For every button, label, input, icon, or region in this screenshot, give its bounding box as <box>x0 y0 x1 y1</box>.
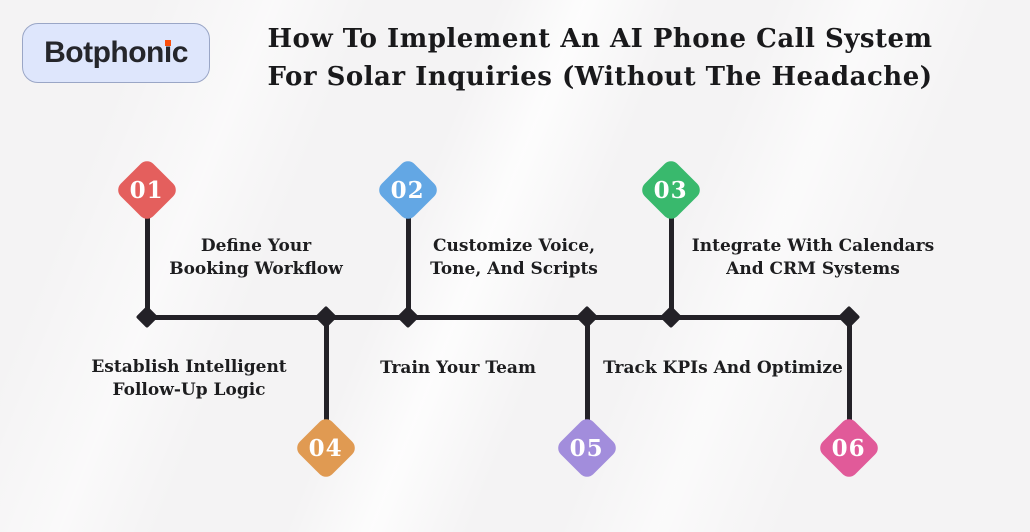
step-06-number: 06 <box>831 434 867 462</box>
step-03-label: Integrate With Calendars And CRM Systems <box>691 236 935 279</box>
step-03-connector <box>669 196 674 317</box>
step-03-marker: 03 <box>638 157 704 223</box>
step-06-junction-icon <box>837 305 861 329</box>
step-04-connector <box>324 317 329 431</box>
timeline-line <box>147 315 849 320</box>
step-01-connector <box>145 196 150 317</box>
step-01-number: 01 <box>129 176 165 204</box>
step-02-marker: 02 <box>375 157 441 223</box>
logo-i-dot <box>164 40 171 46</box>
step-01-label: Define Your Booking Workflow <box>169 236 343 279</box>
step-06-label: Track KPIs And Optimize <box>603 358 843 378</box>
step-05-label: Train Your Team <box>380 358 536 378</box>
step-06-connector <box>847 317 852 431</box>
step-05-junction-icon <box>575 305 599 329</box>
step-02-connector <box>406 196 411 317</box>
step-04-marker: 04 <box>293 415 359 481</box>
page-title: How To Implement An AI Phone Call System… <box>190 20 1010 96</box>
step-05-marker: 05 <box>554 415 620 481</box>
step-04-number: 04 <box>308 434 344 462</box>
step-02-number: 02 <box>390 176 426 204</box>
step-04-junction-icon <box>314 305 338 329</box>
step-02-junction-icon <box>396 305 420 329</box>
step-02-label: Customize Voice, Tone, And Scripts <box>430 236 598 279</box>
step-04-label: Establish Intelligent Follow-Up Logic <box>91 357 287 400</box>
step-01-marker: 01 <box>114 157 180 223</box>
step-03-number: 03 <box>653 176 689 204</box>
step-06-marker: 06 <box>816 415 882 481</box>
step-01-junction-icon <box>135 305 159 329</box>
step-05-number: 05 <box>569 434 605 462</box>
page-title-line-1: How To Implement An AI Phone Call System <box>267 24 933 54</box>
step-03-junction-icon <box>659 305 683 329</box>
step-05-connector <box>585 317 590 431</box>
page-title-line-2: For Solar Inquiries (Without The Headach… <box>267 62 933 92</box>
